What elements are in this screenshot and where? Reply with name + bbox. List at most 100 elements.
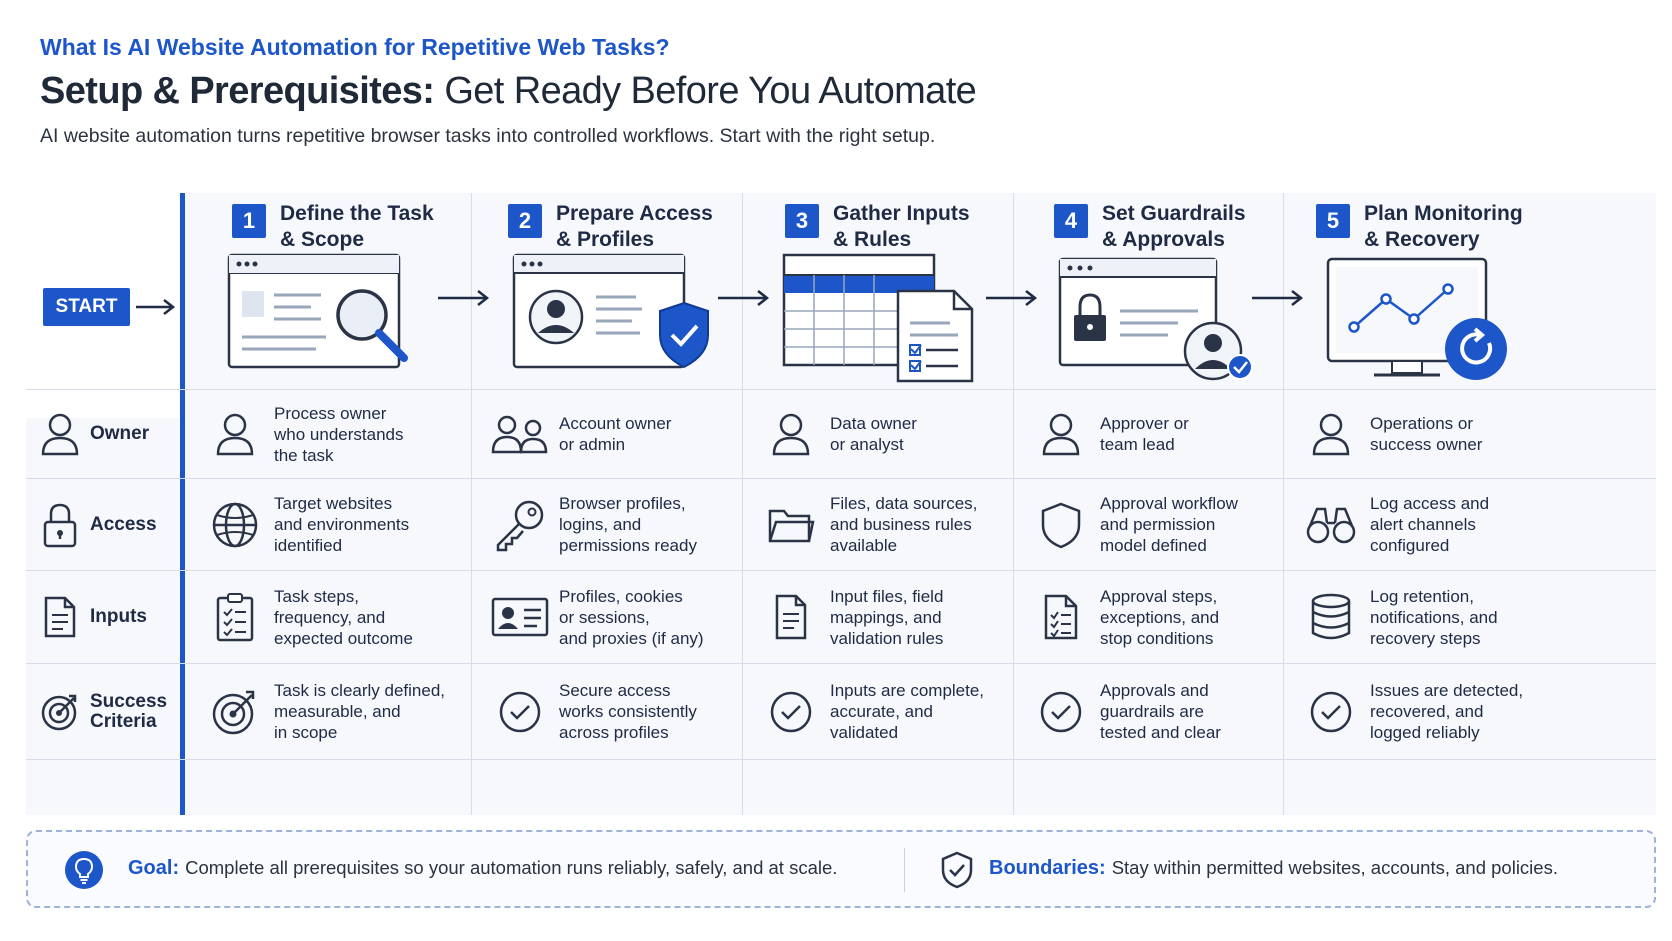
monitor-chart-refresh-icon <box>1326 257 1507 380</box>
document-icon <box>44 596 76 638</box>
step-title: Prepare Access & Profiles <box>556 202 713 251</box>
person-icon <box>216 413 254 456</box>
cell-success-4: Approvals and guardrails are tested and … <box>1022 664 1282 759</box>
cell-text: Task is clearly defined, measurable, and… <box>274 681 446 742</box>
cell-access-2: Browser profiles, logins, and permission… <box>481 479 741 570</box>
flow-arrow-icon <box>718 290 770 306</box>
step-header-2: 2 Prepare Access & Profiles <box>508 201 713 253</box>
step-number: 1 <box>232 204 266 238</box>
boundaries-text: Stay within permitted websites, accounts… <box>1111 857 1558 878</box>
cell-owner-4: Approver or team lead <box>1022 390 1282 478</box>
column-divider <box>742 193 743 815</box>
cell-text: Inputs are complete, accurate, and valid… <box>830 681 985 742</box>
id-card-icon <box>491 597 549 637</box>
cell-success-2: Secure access works consistently across … <box>481 664 741 759</box>
document-checklist-icon <box>1044 594 1078 640</box>
person-icon <box>41 413 79 456</box>
globe-icon <box>212 502 258 547</box>
browser-magnifier-icon <box>227 253 408 369</box>
cell-success-5: Issues are detected, recovered, and logg… <box>1292 664 1656 759</box>
timeline-spine <box>180 193 185 815</box>
document-icon <box>775 594 807 640</box>
cell-inputs-4: Approval steps, exceptions, and stop con… <box>1022 571 1282 663</box>
row-divider <box>26 389 1656 390</box>
spreadsheet-checklist-icon <box>782 253 974 383</box>
cell-inputs-1: Task steps, frequency, and expected outc… <box>196 571 471 663</box>
step-header-5: 5 Plan Monitoring & Recovery <box>1316 201 1523 253</box>
cell-access-4: Approval workflow and permission model d… <box>1022 479 1282 570</box>
cell-text: Log access and alert channels configured <box>1370 494 1490 555</box>
prerequisites-board: START 1 Define the Task & Scope 2 Prepar… <box>26 193 1656 815</box>
boundaries-label: Boundaries: <box>989 857 1106 879</box>
row-divider <box>26 663 1656 664</box>
row-divider <box>26 759 1656 760</box>
row-label-text: Access <box>90 513 157 535</box>
check-circle-icon <box>1040 691 1082 732</box>
column-divider <box>471 193 472 815</box>
kicker-heading: What Is AI Website Automation for Repeti… <box>40 34 670 60</box>
cell-text: Task steps, frequency, and expected outc… <box>274 586 413 648</box>
step-number: 5 <box>1316 204 1350 238</box>
start-arrow-icon <box>136 299 176 315</box>
footer-divider <box>904 848 905 892</box>
cell-text: Files, data sources, and business rules … <box>830 494 978 555</box>
binoculars-icon <box>1306 507 1356 543</box>
step-number: 4 <box>1054 204 1088 238</box>
cell-inputs-5: Log retention, notifications, and recove… <box>1292 571 1656 663</box>
step-header-4: 4 Set Guardrails & Approvals <box>1054 201 1246 253</box>
step-header-1: 1 Define the Task & Scope <box>232 201 434 253</box>
cell-access-3: Files, data sources, and business rules … <box>752 479 1012 570</box>
step-header-3: 3 Gather Inputs & Rules <box>785 201 970 253</box>
title-rest: Get Ready Before You Automate <box>434 70 977 112</box>
target-icon <box>212 690 255 734</box>
goal-statement: Goal:Complete all prerequisites so your … <box>128 857 837 880</box>
cell-text: Account owner or admin <box>559 414 672 454</box>
cell-owner-5: Operations or success owner <box>1292 390 1656 478</box>
lock-icon <box>43 503 77 547</box>
cell-text: Operations or success owner <box>1370 414 1483 454</box>
boundaries-statement: Boundaries:Stay within permitted website… <box>989 857 1558 880</box>
cell-text: Process owner who understands the task <box>274 403 404 465</box>
goal-label: Goal: <box>128 857 180 879</box>
cell-inputs-2: Profiles, cookies or sessions, and proxi… <box>481 571 741 663</box>
step-title: Plan Monitoring & Recovery <box>1364 202 1523 251</box>
key-icon <box>496 500 544 551</box>
row-label-text: Success Criteria <box>90 690 168 732</box>
cell-text: Input files, field mappings, and validat… <box>830 586 944 648</box>
row-label-owner: Owner <box>26 390 179 478</box>
person-icon <box>772 413 810 456</box>
cell-text: Data owner or analyst <box>830 414 917 454</box>
cell-text: Target websites and environments identif… <box>274 494 410 555</box>
row-label-background <box>26 418 179 815</box>
cell-text: Secure access works consistently across … <box>559 681 697 742</box>
cell-text: Profiles, cookies or sessions, and proxi… <box>559 586 704 648</box>
step-title: Define the Task & Scope <box>280 202 434 251</box>
row-label-access: Access <box>26 479 179 570</box>
flow-arrow-icon <box>438 290 490 306</box>
goal-text: Complete all prerequisites so your autom… <box>185 857 838 878</box>
step-title: Gather Inputs & Rules <box>833 202 970 251</box>
cell-access-1: Target websites and environments identif… <box>196 479 471 570</box>
column-divider <box>1283 193 1284 815</box>
row-label-text: Inputs <box>90 606 147 627</box>
step-title: Set Guardrails & Approvals <box>1102 202 1246 251</box>
folder-icon <box>768 509 815 542</box>
cell-text: Approvals and guardrails are tested and … <box>1100 681 1221 742</box>
person-icon <box>1042 413 1080 456</box>
lightbulb-icon <box>65 851 103 889</box>
person-icon <box>1312 413 1350 456</box>
row-divider <box>26 570 1656 571</box>
cell-owner-2: Account owner or admin <box>481 390 741 478</box>
page-title: Setup & Prerequisites: Get Ready Before … <box>40 70 977 113</box>
cell-inputs-3: Input files, field mappings, and validat… <box>752 571 1012 663</box>
clipboard-checklist-icon <box>216 593 254 642</box>
check-circle-icon <box>770 691 812 732</box>
column-divider <box>1013 193 1014 815</box>
check-circle-icon <box>1310 691 1352 732</box>
footer-panel: Goal:Complete all prerequisites so your … <box>26 830 1656 908</box>
page-subtitle: AI website automation turns repetitive b… <box>40 125 936 147</box>
cell-text: Approval steps, exceptions, and stop con… <box>1100 586 1220 648</box>
title-bold: Setup & Prerequisites: <box>40 70 435 112</box>
people-icon <box>491 415 548 454</box>
shield-check-icon <box>941 851 973 889</box>
